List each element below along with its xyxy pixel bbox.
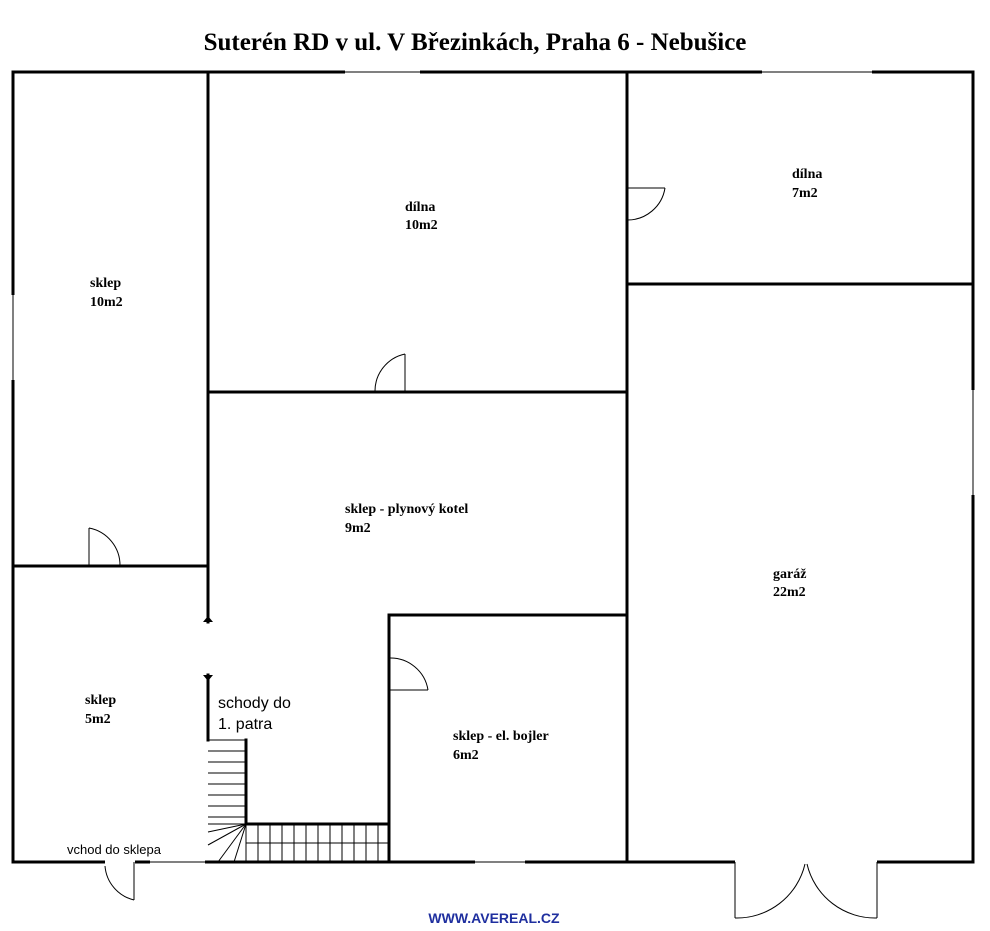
room-sklep-5: sklep 5m2 — [85, 693, 116, 727]
room-area: 10m2 — [405, 218, 438, 233]
entrance-label: vchod do sklepa — [67, 842, 162, 857]
door-dilna-large — [374, 353, 406, 393]
room-sklep-bojler: sklep - el. bojler 6m2 — [453, 729, 549, 763]
room-name: dílna — [792, 167, 822, 182]
room-area: 5m2 — [85, 712, 111, 727]
plan-title: Suterén RD v ul. V Březinkách, Praha 6 -… — [204, 29, 747, 56]
doors — [88, 187, 878, 919]
website-link[interactable]: WWW.AVEREAL.CZ — [428, 910, 560, 926]
room-name: sklep — [90, 276, 121, 291]
room-area: 9m2 — [345, 521, 371, 536]
room-name: sklep - el. bojler — [453, 729, 549, 744]
room-area: 6m2 — [453, 748, 479, 763]
room-dilna-7: dílna 7m2 — [792, 167, 822, 201]
door-bojler — [388, 657, 429, 691]
room-area: 22m2 — [773, 585, 806, 600]
room-dilna-10: dílna 10m2 — [405, 200, 438, 233]
room-name: sklep - plynový kotel — [345, 502, 468, 517]
room-sklep-kotel: sklep - plynový kotel 9m2 — [345, 502, 468, 536]
door-entrance — [104, 862, 135, 901]
staircase — [207, 739, 389, 863]
garage-door — [734, 862, 878, 919]
room-name: dílna — [405, 200, 435, 215]
room-area: 10m2 — [90, 295, 123, 310]
interior-walls — [11, 70, 975, 864]
stairs-label-line2: 1. patra — [218, 716, 272, 733]
room-sklep-10: sklep 10m2 — [90, 276, 123, 310]
room-name: sklep — [85, 693, 116, 708]
stairs-label-line1: schody do — [218, 695, 291, 712]
door-sklep-large — [88, 527, 121, 567]
outer-walls — [10, 69, 976, 865]
door-dilna-small — [626, 187, 666, 221]
room-garaz: garáž 22m2 — [773, 567, 806, 600]
room-area: 7m2 — [792, 186, 818, 201]
room-name: garáž — [773, 567, 806, 582]
